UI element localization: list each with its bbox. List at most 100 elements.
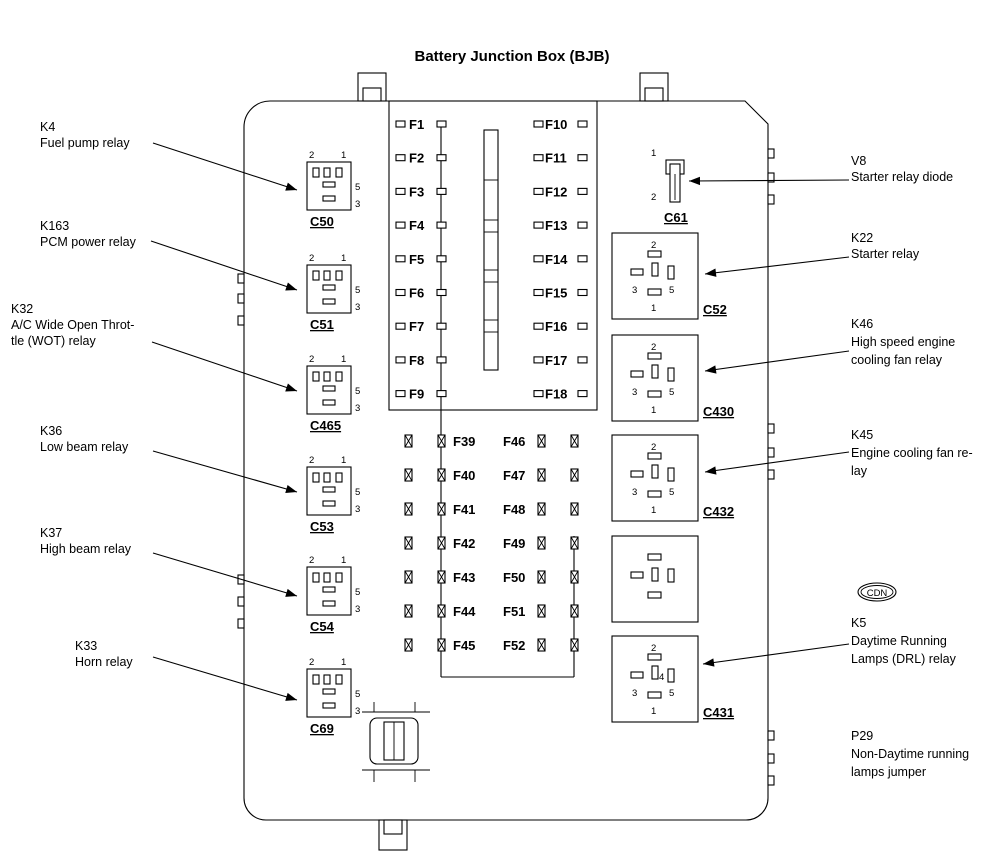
callout-description: Starter relay [851, 247, 920, 261]
fuse-label: F39 [453, 434, 475, 449]
mini-fuse-f12[interactable]: F12 [533, 184, 588, 199]
callout-description: Daytime Running [851, 634, 947, 648]
fuse-label: F10 [545, 117, 567, 132]
connector-label: C465 [310, 418, 341, 433]
callout-description: Engine cooling fan re- [851, 446, 973, 460]
pin-label: 2 [309, 150, 314, 161]
callout-description: Horn relay [75, 655, 133, 669]
pin-label: 1 [651, 706, 656, 717]
mini-fuse-f8[interactable]: F8 [395, 353, 447, 368]
maxi-fuse-f42[interactable]: F42 [404, 536, 475, 551]
mini-fuse-f1[interactable]: F1 [395, 117, 447, 132]
callout-code: K5 [851, 616, 866, 630]
connector-label: C69 [310, 721, 334, 736]
mounting-tab-top-left [357, 72, 387, 102]
maxi-fuse-f39[interactable]: F39 [404, 434, 475, 449]
callout-code: K36 [40, 424, 62, 438]
callout-arrow [152, 450, 298, 494]
maxi-fuse-f44[interactable]: F44 [404, 604, 476, 619]
fuse-label: F50 [503, 570, 525, 585]
mini-fuse-f17[interactable]: F17 [533, 353, 588, 368]
mini-fuse-f2[interactable]: F2 [395, 151, 447, 166]
pin-label: 1 [651, 405, 656, 416]
callout-code: K46 [851, 317, 873, 331]
fuse-label: F47 [503, 468, 525, 483]
housing-outline [243, 100, 769, 821]
mini-fuse-f11[interactable]: F11 [533, 151, 588, 166]
callout-arrow [151, 341, 298, 392]
maxi-fuse-f49[interactable]: F49 [503, 536, 579, 551]
maxi-fuse-f50[interactable]: F50 [503, 570, 579, 585]
callout-code: K4 [40, 120, 55, 134]
relay-spare[interactable] [611, 535, 699, 623]
fuse-label: F7 [409, 319, 424, 334]
side-tab [767, 172, 775, 183]
side-tab [767, 775, 775, 786]
pin-label: 2 [651, 643, 656, 654]
pin-label: 3 [355, 302, 360, 313]
maxi-fuse-f40[interactable]: F40 [404, 468, 475, 483]
mini-fuse-f7[interactable]: F7 [395, 319, 447, 334]
side-tab [767, 730, 775, 741]
fuse-label: F41 [453, 502, 475, 517]
pin-label: 3 [632, 387, 637, 398]
maxi-fuse-f51[interactable]: F51 [503, 604, 579, 619]
maxi-fuse-f48[interactable]: F48 [503, 502, 579, 517]
mini-fuse-f5[interactable]: F5 [395, 252, 447, 267]
pin-label: 5 [355, 386, 360, 397]
mini-fuse-f3[interactable]: F3 [395, 184, 447, 199]
pin-label: 5 [355, 285, 360, 296]
pin-label: 2 [651, 240, 656, 251]
callout-code: K33 [75, 639, 97, 653]
mini-fuse-f16[interactable]: F16 [533, 319, 588, 334]
mini-fuse-f13[interactable]: F13 [533, 218, 588, 233]
maxi-fuse-f45[interactable]: F45 [404, 638, 475, 653]
connector-label: C432 [703, 504, 734, 519]
pin-label: 4 [659, 672, 664, 683]
fuse-label: F42 [453, 536, 475, 551]
mini-fuse-f9[interactable]: F9 [395, 387, 447, 402]
callout-code: K32 [11, 302, 33, 316]
mini-fuse-f18[interactable]: F18 [533, 387, 588, 402]
callout-description: tle (WOT) relay [11, 334, 96, 348]
callout-description: Low beam relay [40, 440, 129, 454]
fuse-label: F18 [545, 387, 567, 402]
maxi-fuse-f43[interactable]: F43 [404, 570, 475, 585]
maxi-fuse-f46[interactable]: F46 [503, 434, 579, 449]
pin-label: 5 [355, 689, 360, 700]
pin-label: 1 [341, 354, 346, 365]
pin-label: 1 [341, 253, 346, 264]
side-tab [237, 293, 245, 304]
mini-fuse-f10[interactable]: F10 [533, 117, 588, 132]
fuse-label: F48 [503, 502, 525, 517]
maxi-fuse-f47[interactable]: F47 [503, 468, 579, 483]
mini-fuse-f6[interactable]: F6 [395, 286, 447, 301]
pin-label: 1 [341, 555, 346, 566]
callout-description: Lamps (DRL) relay [851, 652, 957, 666]
pin-label: 2 [651, 442, 656, 453]
maxi-fuse-f41[interactable]: F41 [404, 502, 475, 517]
center-strip [483, 129, 499, 371]
mini-fuse-f14[interactable]: F14 [533, 252, 588, 267]
pin-label: 1 [651, 505, 656, 516]
side-tab [767, 148, 775, 159]
mini-fuse-f15[interactable]: F15 [533, 286, 588, 301]
pin-label: 1 [651, 148, 656, 159]
maxi-fuse-f52[interactable]: F52 [503, 638, 579, 653]
connector-label: C52 [703, 302, 727, 317]
mini-fuse-f4[interactable]: F4 [395, 218, 447, 233]
callout-code: P29 [851, 729, 873, 743]
